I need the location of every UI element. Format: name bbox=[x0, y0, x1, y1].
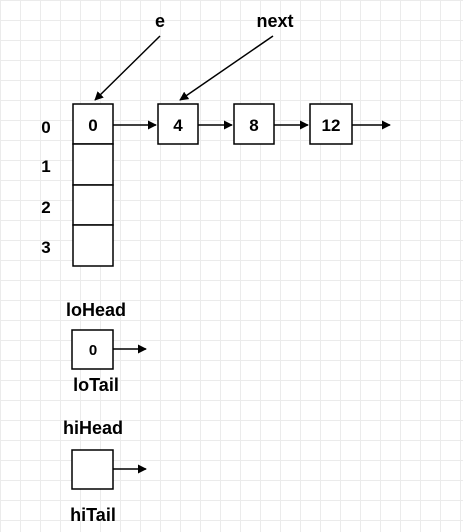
lo-head-label: loHead bbox=[66, 300, 126, 320]
table-cell-3 bbox=[72, 224, 114, 267]
lo-tail-label: loTail bbox=[73, 375, 119, 395]
row-index-3: 3 bbox=[41, 238, 50, 257]
row-index-2: 2 bbox=[41, 198, 50, 217]
chain-node-2-value: 8 bbox=[249, 116, 258, 135]
table-cell-1 bbox=[72, 143, 114, 186]
table-cell-0 bbox=[72, 103, 114, 145]
chain-node-3-value: 12 bbox=[322, 116, 341, 135]
pointer-next-label: next bbox=[256, 11, 293, 31]
chain-node-2 bbox=[233, 103, 275, 145]
row-index-1: 1 bbox=[41, 157, 50, 176]
chain-node-1-value: 4 bbox=[173, 116, 183, 135]
pointer-next-arrow bbox=[179, 35, 274, 101]
table-cell-0-value: 0 bbox=[88, 116, 97, 135]
lo-node-value: 0 bbox=[89, 342, 97, 359]
row-index-0: 0 bbox=[41, 118, 50, 137]
pointer-e-label: e bbox=[155, 11, 165, 31]
hi-tail-label: hiTail bbox=[70, 505, 116, 525]
chain-node-3 bbox=[309, 103, 353, 145]
hi-node bbox=[71, 449, 114, 490]
table-cell-2 bbox=[72, 184, 114, 226]
pointer-e-arrow bbox=[94, 35, 161, 101]
hi-head-label: hiHead bbox=[63, 418, 123, 438]
chain-node-1 bbox=[157, 103, 199, 145]
